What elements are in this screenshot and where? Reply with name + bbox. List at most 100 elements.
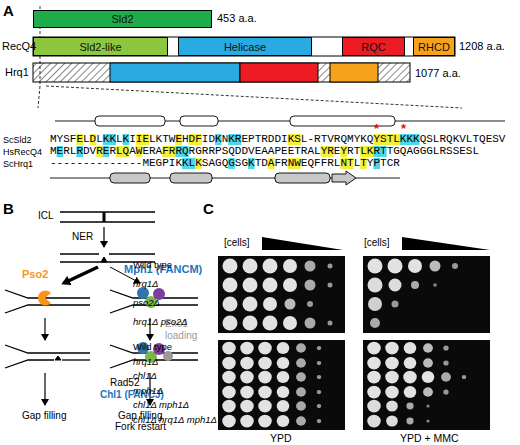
yeast-spots bbox=[368, 259, 459, 274]
dna-strand bbox=[109, 253, 155, 254]
dna-strand bbox=[5, 305, 90, 313]
dilution-label: [cells] bbox=[364, 237, 390, 249]
panel-letter: C bbox=[203, 200, 214, 217]
pathway-label: NER bbox=[72, 231, 93, 243]
domain-map bbox=[240, 63, 318, 82]
yeast-spots bbox=[367, 415, 429, 428]
length-label: 453 a.a. bbox=[217, 12, 257, 25]
yeast-spots bbox=[222, 357, 321, 370]
zoom-guide bbox=[46, 86, 462, 108]
yeast-spots bbox=[367, 400, 429, 413]
panel-letter: A bbox=[3, 2, 14, 19]
protein-glyph bbox=[163, 351, 173, 361]
yeast-spots bbox=[223, 297, 314, 312]
strain-name: chl1Δ hrq1Δ mph1Δ bbox=[133, 415, 217, 426]
secondary-structure bbox=[275, 173, 330, 183]
strain-name: chl1Δ mph1Δ bbox=[133, 400, 189, 411]
protein-name: Hrq1 bbox=[5, 66, 29, 79]
secondary-structure bbox=[332, 171, 356, 185]
sequence-text: MERLRDVRERLQAWERAFRRQRGRRPSQDDVEAAPEETRA… bbox=[50, 145, 479, 158]
panel-letter: B bbox=[3, 200, 14, 217]
yeast-spots bbox=[222, 342, 321, 355]
strain-name: hrq1Δ bbox=[133, 357, 158, 368]
yeast-spots bbox=[222, 371, 321, 384]
domain-map bbox=[330, 63, 378, 82]
dna-strand bbox=[60, 221, 155, 222]
domain-name: Sld2 bbox=[111, 13, 133, 25]
dna-strand bbox=[5, 360, 54, 368]
strain-name: Wild type bbox=[133, 260, 172, 271]
domain-bar: RQC bbox=[342, 37, 405, 56]
protein-name: RecQ4 bbox=[2, 40, 36, 53]
dilution-label: [cells] bbox=[224, 237, 250, 249]
secondary-structure bbox=[110, 173, 150, 183]
yeast-spots bbox=[367, 357, 448, 370]
domain-map bbox=[33, 63, 410, 82]
domain-bar: Sld2-like bbox=[33, 37, 168, 56]
strain-name: mph1Δ bbox=[133, 386, 163, 397]
zoom-guide bbox=[38, 86, 40, 108]
strain-name: Wild type bbox=[133, 342, 172, 353]
medium-label: YPD + MMC bbox=[400, 432, 459, 444]
domain-bar: RHCD bbox=[413, 37, 455, 56]
crosslink bbox=[55, 356, 61, 360]
domain-bar: Sld2 bbox=[33, 10, 212, 28]
secondary-structure bbox=[55, 116, 505, 126]
secondary-structure bbox=[50, 171, 400, 185]
domain-map bbox=[33, 37, 455, 82]
spot-plate bbox=[363, 340, 490, 430]
domain-name: Helicase bbox=[224, 41, 266, 53]
sequence-name: HsRecQ4 bbox=[3, 147, 42, 157]
yeast-spots bbox=[223, 278, 333, 293]
length-label: 1208 a.a. bbox=[459, 40, 505, 53]
dna-strand bbox=[60, 253, 99, 254]
yeast-spots bbox=[222, 386, 321, 399]
yeast-spots bbox=[223, 316, 333, 331]
yeast-spots bbox=[370, 318, 380, 328]
spot-plate bbox=[218, 256, 490, 430]
pathway-arrow bbox=[44, 318, 45, 340]
yeast-spots bbox=[222, 415, 321, 428]
yeast-spots bbox=[222, 400, 321, 413]
crosslink bbox=[101, 257, 107, 262]
pathway-label: ICL bbox=[38, 210, 54, 222]
dna-strand bbox=[5, 345, 90, 353]
domain-name: RQC bbox=[361, 41, 385, 53]
dilution-wedge bbox=[262, 237, 343, 250]
domain-map bbox=[110, 63, 240, 82]
dna-strand bbox=[62, 359, 90, 360]
protein-label: Pso2 bbox=[22, 268, 48, 281]
sequence-name: ScSld2 bbox=[3, 135, 32, 145]
yeast-spots bbox=[368, 297, 399, 311]
sequence-name: ScHrq1 bbox=[3, 159, 33, 169]
medium-label: YPD bbox=[270, 432, 292, 444]
dna-strand bbox=[5, 212, 198, 368]
dilution-wedge bbox=[402, 237, 490, 250]
domain-name: RHCD bbox=[418, 41, 450, 53]
strain-name: pso2Δ bbox=[133, 298, 160, 309]
strain-name: chl1Δ bbox=[133, 371, 157, 382]
secondary-structure bbox=[290, 116, 395, 126]
dilution-wedge bbox=[262, 237, 490, 250]
pathway-outcome: Gap filling bbox=[22, 410, 66, 422]
spot-plate bbox=[218, 256, 345, 333]
pathway-arrow bbox=[44, 373, 45, 405]
crosslink bbox=[55, 212, 107, 360]
secondary-structure bbox=[170, 173, 212, 183]
yeast-spots bbox=[367, 342, 448, 355]
sequence-text: --------------MEGPIKKLKSAGQGSGKTDAFRNWEQ… bbox=[50, 157, 400, 170]
strain-name: hrq1Δ pso2Δ bbox=[133, 317, 188, 328]
pathway-arrow bbox=[103, 227, 104, 247]
dna-strand bbox=[60, 211, 155, 212]
spot-plate bbox=[218, 340, 345, 430]
domain-map bbox=[33, 37, 455, 56]
yeast-spots bbox=[367, 386, 448, 399]
yeast-spots bbox=[367, 371, 466, 384]
spot-plate bbox=[363, 256, 490, 333]
domain-bar: Helicase bbox=[178, 37, 312, 56]
yeast-spots bbox=[368, 278, 437, 293]
yeast-spots bbox=[223, 259, 333, 274]
sequence-text: MYSFELDLKKLKIIELKTWEHDFIDKNKREPTRDDIKSL-… bbox=[50, 133, 505, 146]
